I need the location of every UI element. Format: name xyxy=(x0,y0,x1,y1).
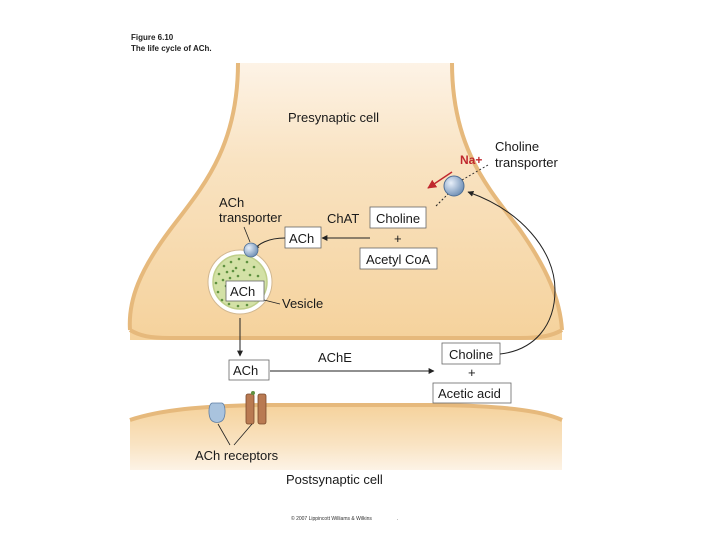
plus-top: + xyxy=(394,231,402,246)
acetic-acid-text: Acetic acid xyxy=(438,386,501,401)
figure-caption: The life cycle of ACh. xyxy=(131,44,212,53)
choline-transporter-label-line1: Choline xyxy=(495,139,539,154)
postsynaptic-cell xyxy=(130,405,562,470)
figure-header: Figure 6.10 The life cycle of ACh. xyxy=(131,32,212,54)
choline-uptake-line xyxy=(435,193,449,207)
na-ion-label: Na+ xyxy=(460,153,482,167)
ach-transporter-icon xyxy=(243,242,259,258)
choline-transporter-icon xyxy=(443,175,465,197)
ach-transporter-leader xyxy=(243,226,251,243)
ach-cleft-box xyxy=(228,359,270,381)
choline-top-text: Choline xyxy=(376,211,420,226)
presynaptic-membrane-left xyxy=(127,62,240,331)
choline-transporter-label-line2: transporter xyxy=(495,155,559,170)
acetic-acid-box xyxy=(432,382,512,404)
ach-receptors-label: ACh receptors xyxy=(195,448,279,463)
presynaptic-label: Presynaptic cell xyxy=(288,110,379,125)
postsynaptic-membrane xyxy=(129,403,563,422)
acetyl-coa-text: Acetyl CoA xyxy=(366,252,431,267)
credit-dot: . xyxy=(397,516,399,522)
vesicle-ach-dots xyxy=(214,257,264,308)
ache-label: AChE xyxy=(318,350,352,365)
ach-cleft-text: ACh xyxy=(233,363,258,378)
acetyl-coa-box xyxy=(359,247,438,270)
ach-top-text: ACh xyxy=(289,231,314,246)
ach-receptor-1 xyxy=(208,402,226,423)
vesicle-leader xyxy=(263,299,281,305)
receptor-leader-1 xyxy=(217,423,231,446)
choline-transporter-leader xyxy=(461,164,489,181)
choline-bottom-text: Choline xyxy=(449,347,493,362)
choline-recycle-arrow xyxy=(467,190,556,355)
figure-number: Figure 6.10 xyxy=(131,33,174,42)
ach-receptor-2 xyxy=(245,391,267,425)
chat-label: ChAT xyxy=(327,211,359,226)
presynaptic-membrane-bottom xyxy=(128,328,564,340)
ach-transporter-label-line1: ACh xyxy=(219,195,244,210)
copyright-credit: © 2007 Lippincott Williams & Wilkins xyxy=(291,516,372,522)
vesicle-label: Vesicle xyxy=(282,296,323,311)
plus-bottom: + xyxy=(468,365,476,380)
na-influx-arrow xyxy=(427,171,453,189)
presynaptic-membrane-right xyxy=(450,62,564,331)
choline-top-box xyxy=(369,206,427,229)
ach-transporter-label-line2: transporter xyxy=(219,210,283,225)
receptor-leader-2 xyxy=(233,423,253,446)
ach-vesicle-box xyxy=(225,280,265,302)
postsynaptic-label: Postsynaptic cell xyxy=(286,472,383,487)
ach-vesicle-text: ACh xyxy=(230,284,255,299)
